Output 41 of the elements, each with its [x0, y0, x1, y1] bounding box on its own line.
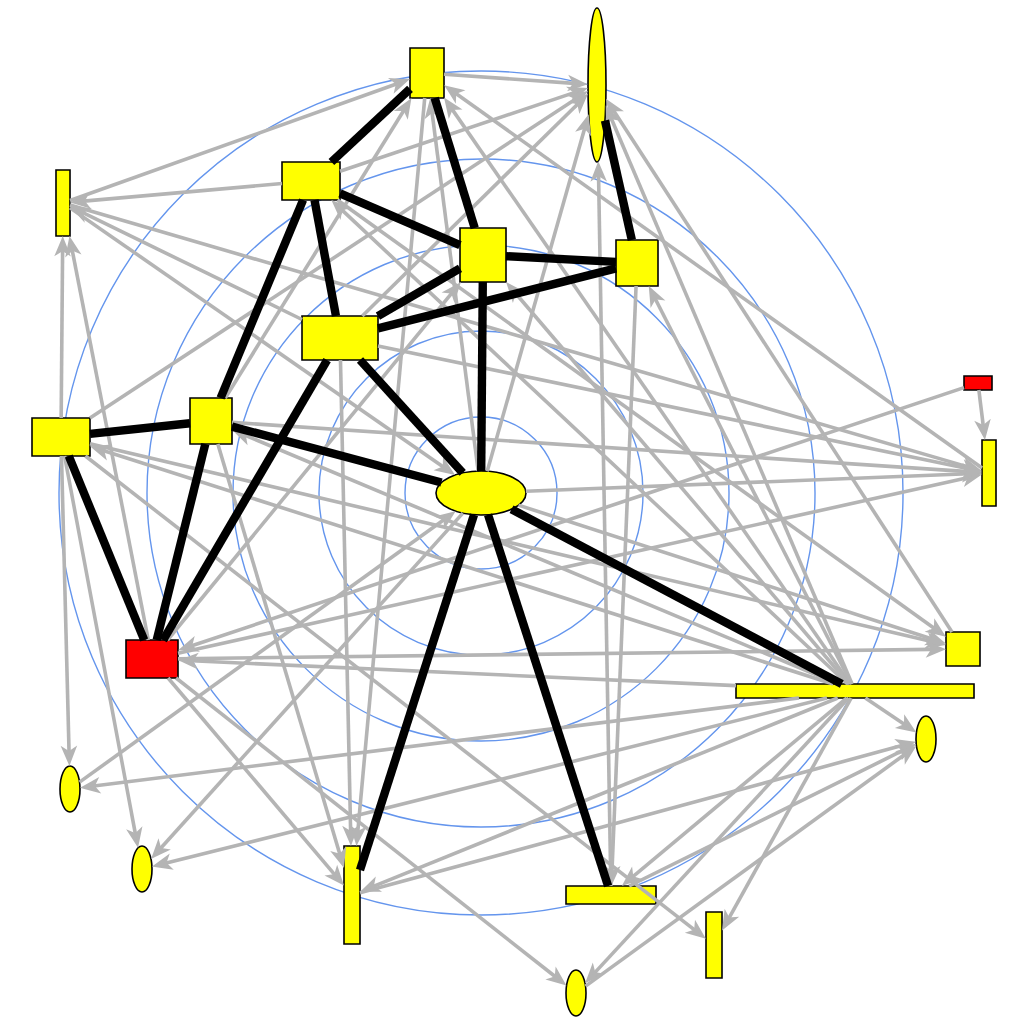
node-bar: [735, 683, 975, 699]
node-bar: [705, 911, 723, 979]
link-line: [356, 357, 466, 476]
node-box: [125, 639, 179, 679]
link-line: [152, 443, 210, 642]
node-box: [963, 375, 993, 391]
node-box: [31, 417, 91, 457]
link-line: [600, 119, 636, 241]
node-box: [459, 227, 507, 283]
link-line: [477, 281, 487, 472]
link-line: [230, 422, 443, 487]
link-line: [310, 199, 341, 317]
link-line: [216, 198, 307, 400]
node-ellipse: [435, 470, 527, 516]
link-line: [484, 513, 613, 888]
link-line: [64, 454, 149, 642]
node-bar: [981, 439, 997, 507]
link-line: [376, 264, 618, 333]
link-line: [509, 505, 844, 688]
node-ellipse: [565, 969, 587, 1017]
node-ellipse: [59, 765, 81, 813]
node-bar: [343, 845, 361, 945]
node-box: [281, 161, 341, 201]
node-box: [301, 315, 379, 361]
link-line: [89, 419, 191, 439]
link-line: [159, 357, 331, 643]
link-line: [375, 264, 463, 320]
link-line: [430, 96, 479, 230]
link-line: [505, 252, 617, 267]
node-ellipse: [915, 715, 937, 763]
node-box: [189, 397, 233, 445]
node-box: [945, 631, 981, 667]
node-bar: [565, 885, 657, 905]
node-box: [409, 47, 445, 99]
link-line: [356, 513, 479, 872]
link-line: [328, 85, 413, 166]
node-bar: [55, 169, 71, 237]
node-ellipse: [587, 7, 607, 163]
node-ellipse: [131, 845, 153, 893]
node-box: [615, 239, 659, 287]
link-line: [338, 189, 462, 249]
